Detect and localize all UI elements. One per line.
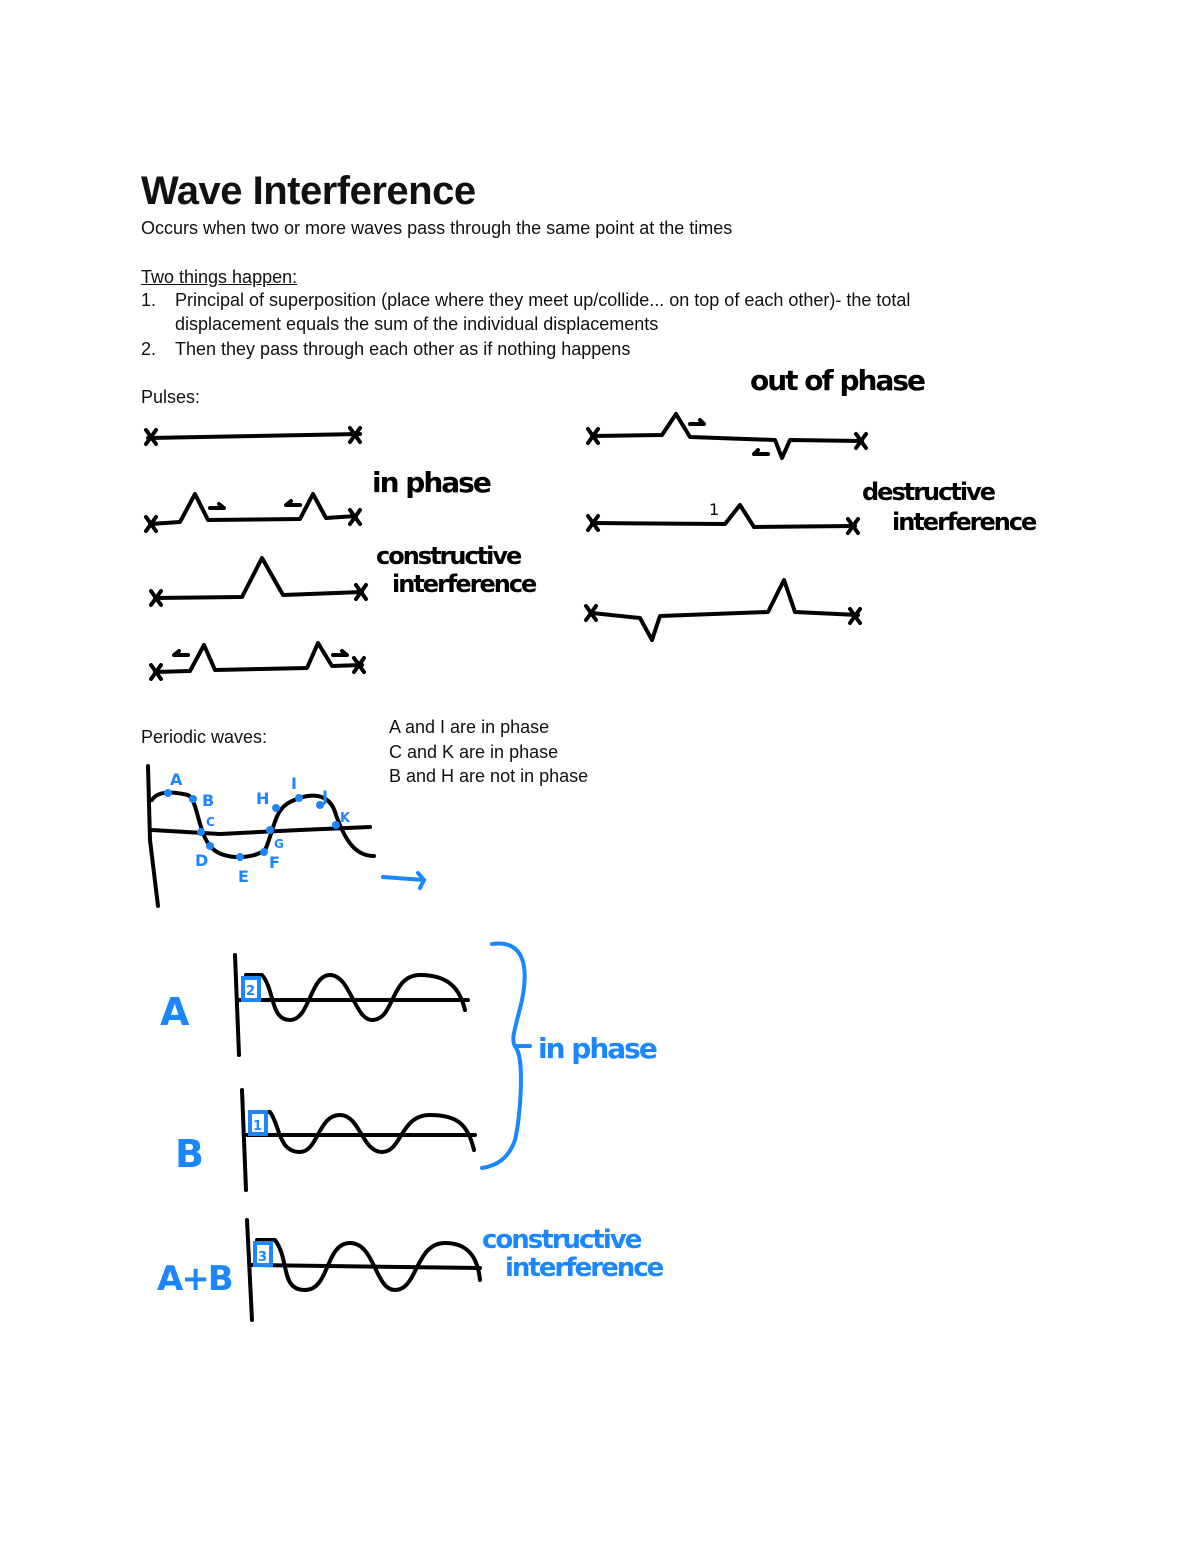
periodic-label: Periodic waves:: [141, 727, 268, 747]
pulse-diagram-destructive: [586, 503, 860, 535]
in-phase-note: in phase: [372, 466, 491, 499]
direction-arrow-icon: [381, 871, 427, 890]
periodic-wave-graph: [146, 764, 376, 908]
point-label: G: [274, 837, 283, 851]
interference-note: interference: [505, 1253, 664, 1283]
phase-note: B and H are not in phase: [389, 766, 589, 786]
destructive-note: destructive: [862, 478, 996, 506]
amplitude-box-label: 3: [258, 1250, 267, 1265]
wave-graph-a: [233, 953, 470, 1057]
wave-label-a-plus-b: A+B: [157, 1259, 232, 1299]
wave-label-b: B: [175, 1132, 202, 1176]
phase-note: C and K are in phase: [389, 742, 559, 762]
amplitude-label: 1: [709, 500, 718, 519]
pulses-label: Pulses:: [141, 387, 201, 407]
interference-note: interference: [892, 508, 1037, 536]
amplitude-box-label: 2: [246, 984, 254, 999]
point-label: I: [291, 774, 296, 793]
point-label: B: [202, 791, 214, 810]
out-of-phase-note: out of phase: [750, 364, 925, 397]
wave-points: [164, 789, 340, 861]
point-label: K: [340, 811, 351, 826]
wave-label-a: A: [160, 990, 190, 1034]
phase-note: A and I are in phase: [389, 717, 550, 737]
bracket-note: in phase: [538, 1032, 657, 1065]
definition: Occurs when two or more waves pass throu…: [141, 218, 733, 238]
list-item-1-number: 1.: [141, 290, 157, 310]
point-label: E: [238, 867, 248, 886]
amplitude-box-label: 1: [253, 1119, 262, 1134]
pulse-diagram-after: [584, 578, 862, 642]
pulse-diagram-out-of-phase: [586, 412, 868, 460]
constructive-note: constructive: [376, 542, 522, 570]
point-label: C: [206, 815, 215, 829]
constructive-note: constructive: [482, 1225, 642, 1255]
point-label: H: [256, 789, 268, 808]
wave-graph-a-plus-b: [245, 1218, 482, 1322]
pulse-diagram-approach: [144, 492, 362, 533]
list-item-1-line1: Principal of superposition (place where …: [175, 290, 911, 310]
wave-graph-b: [240, 1088, 477, 1192]
pulse-diagram-constructive: [149, 556, 368, 607]
point-label: A: [170, 770, 183, 789]
page-title: Wave Interference: [141, 169, 476, 213]
list-item-1-line2: displacement equals the sum of the indiv…: [175, 314, 659, 334]
bracket-icon: [480, 941, 527, 1170]
point-label: D: [195, 851, 208, 870]
interference-note: interference: [392, 570, 537, 598]
list-item-2-number: 2.: [141, 339, 157, 359]
pulse-diagram-rest: [144, 426, 362, 446]
things-heading: Two things happen:: [141, 267, 298, 287]
pulse-diagram-separate: [149, 641, 366, 681]
point-label: J: [321, 787, 327, 806]
list-item-2-line1: Then they pass through each other as if …: [175, 339, 631, 359]
point-label: F: [269, 853, 279, 872]
